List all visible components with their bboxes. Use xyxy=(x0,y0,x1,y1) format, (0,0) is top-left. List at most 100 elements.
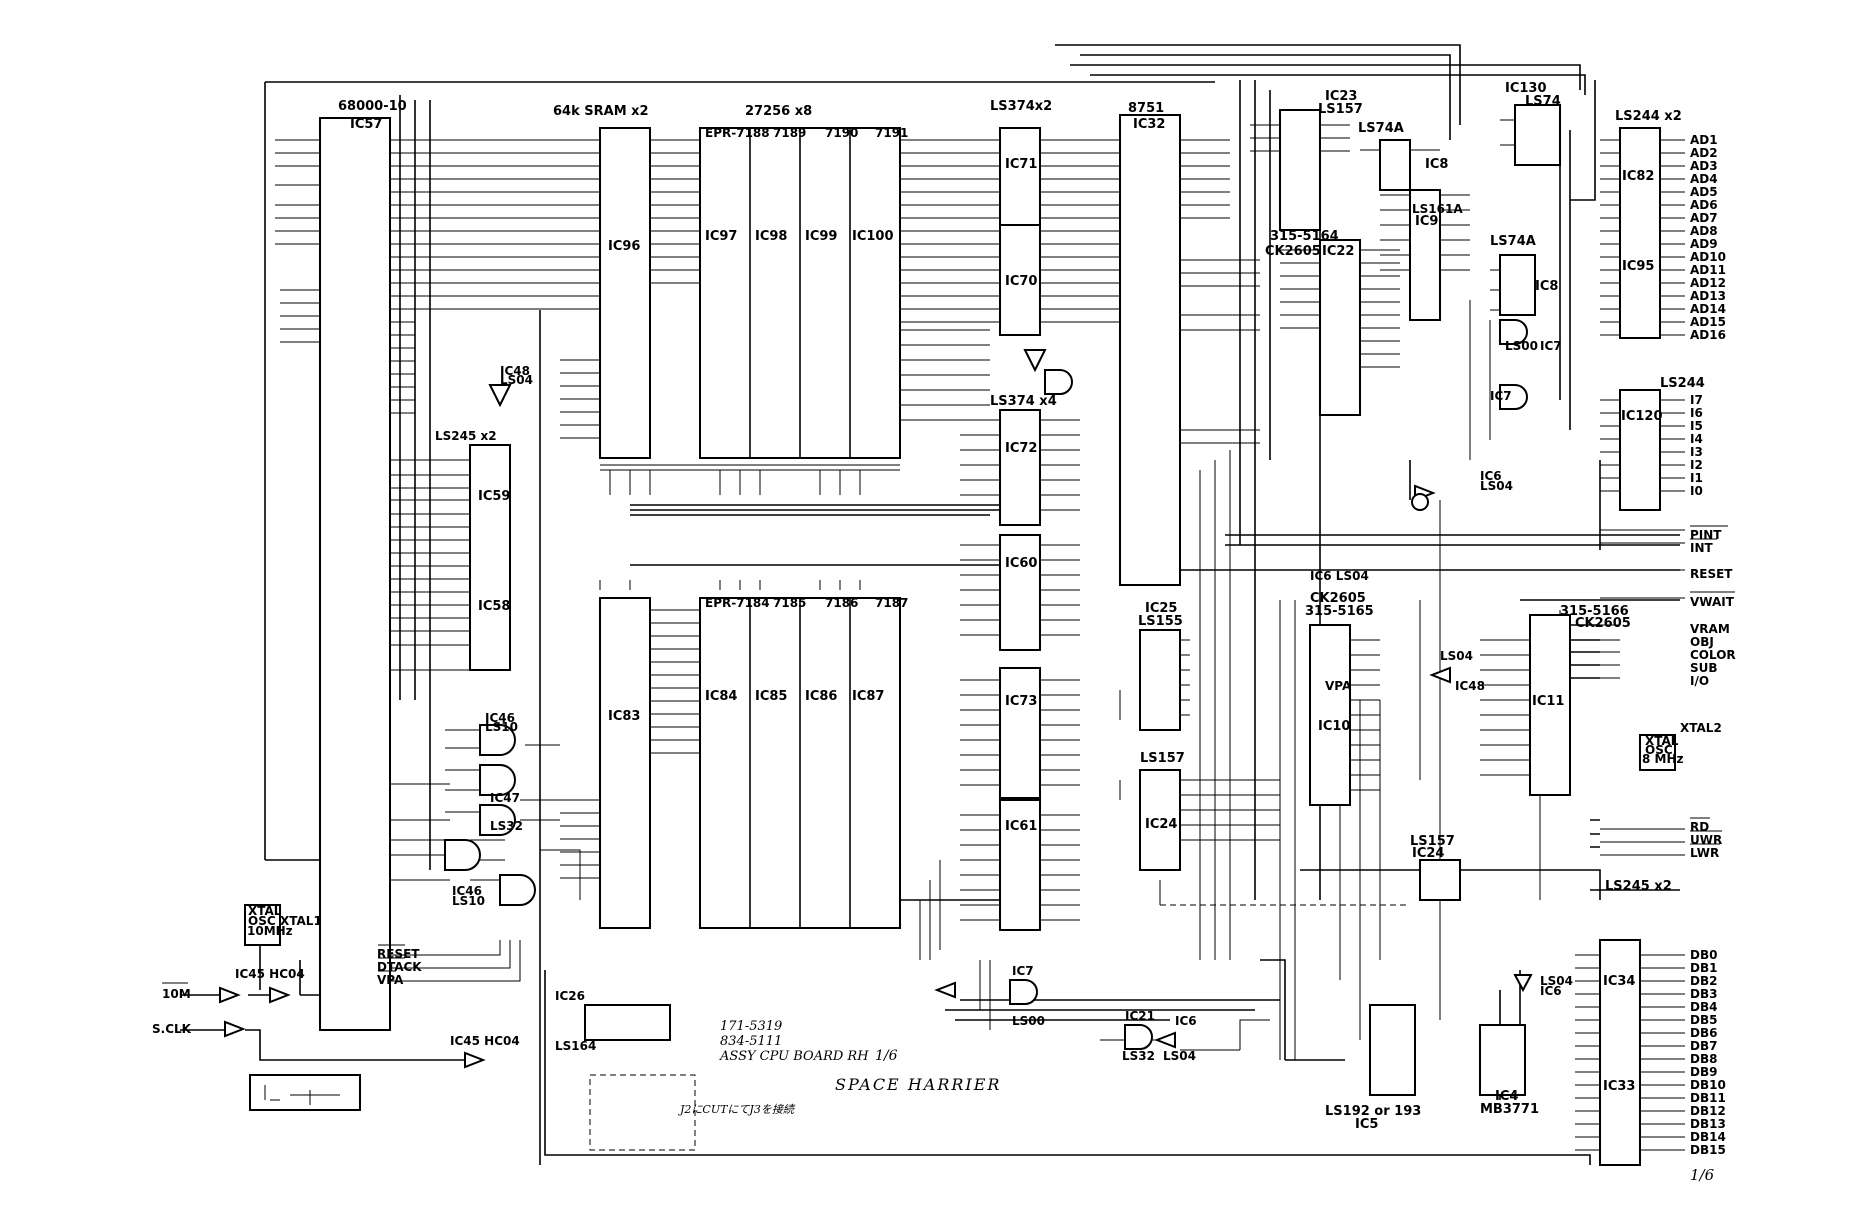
signal-db1: DB1 xyxy=(1690,961,1717,975)
xtal2-body xyxy=(1639,734,1676,771)
ic120-label: IC120 xyxy=(1621,409,1663,424)
ls374-ic70-body xyxy=(999,224,1041,336)
p315-5165-label: 315-5165 xyxy=(1305,604,1374,619)
ls74-ic130-body xyxy=(1514,104,1561,166)
signal-ad3: AD3 xyxy=(1690,159,1718,173)
epr-bottom-0: EPR-7184 xyxy=(705,596,770,610)
signal-vwait: VWAIT xyxy=(1690,595,1735,609)
ic73-label: IC73 xyxy=(1005,694,1037,709)
signal-ad5: AD5 xyxy=(1690,185,1718,199)
ic130-label: IC130 xyxy=(1505,81,1547,96)
signal-db9: DB9 xyxy=(1690,1065,1717,1079)
ls10-label: LS10 xyxy=(485,720,518,734)
ic33-label: IC33 xyxy=(1603,1079,1635,1094)
signal-db0: DB0 xyxy=(1690,948,1717,962)
signal-uwr: UWR xyxy=(1690,833,1722,847)
ic60-label: IC60 xyxy=(1005,556,1037,571)
signal-sclk: S.CLK xyxy=(152,1022,192,1036)
game-title: SPACE HARRIER xyxy=(835,1075,1001,1094)
ic61-label: IC61 xyxy=(1005,819,1037,834)
signal-sub: SUB xyxy=(1690,661,1718,675)
db-signals: DB0 DB1 DB2 DB3 DB4 DB5 DB6 DB7 DB8 DB9 … xyxy=(1690,948,1726,1157)
signal-ad11: AD11 xyxy=(1690,263,1726,277)
ls32-b-label: LS32 xyxy=(1122,1049,1155,1063)
signal-db13: DB13 xyxy=(1690,1117,1726,1131)
ls04-b-label: LS04 xyxy=(1163,1049,1196,1063)
ls157-ic24b-body xyxy=(1419,859,1461,901)
gates xyxy=(219,319,1533,1069)
ls374-ic61-body xyxy=(999,799,1041,931)
p315-5166-label: 315-5166 xyxy=(1560,604,1629,619)
ls374-ic60-body xyxy=(999,534,1041,651)
nand-gate-ic46b xyxy=(444,839,481,871)
ic-bodies xyxy=(244,104,1676,1166)
signal-db15: DB15 xyxy=(1690,1143,1726,1157)
ls244-ic82-ic95-body xyxy=(1619,127,1661,339)
signal-db10: DB10 xyxy=(1690,1078,1726,1092)
ls155-label: LS155 xyxy=(1138,614,1183,629)
ic59-label: IC59 xyxy=(478,489,510,504)
ls157-b-label: LS157 xyxy=(1140,751,1185,766)
ic48-label: IC48 xyxy=(500,364,530,378)
signal-ad16: AD16 xyxy=(1690,328,1726,342)
inverter-ic6b xyxy=(1154,1031,1176,1049)
ck2605-c-label: CK2605 xyxy=(1575,616,1631,631)
ic10-vpa-pin: VPA xyxy=(1325,679,1352,693)
ic87-label: IC87 xyxy=(852,689,884,704)
ic84-label: IC84 xyxy=(705,689,737,704)
wiring xyxy=(180,44,1685,1165)
cpu-dtack-pin: DTACK xyxy=(377,960,422,974)
ls74a-2-label: LS74A xyxy=(1490,234,1536,249)
ic45-hc04-b-label: IC45 HC04 xyxy=(450,1034,520,1048)
legend-box xyxy=(249,1074,361,1111)
or-gate-ic47 xyxy=(479,764,516,796)
signal-int: INT xyxy=(1690,541,1714,555)
xtal1-osc2-label: OSC xyxy=(248,914,276,928)
buffer-ic48-top xyxy=(1023,349,1047,373)
signal-i2: I2 xyxy=(1690,458,1703,472)
ic86-label: IC86 xyxy=(805,689,837,704)
signal-ad7: AD7 xyxy=(1690,211,1718,225)
signal-io: I/O xyxy=(1690,674,1709,688)
ls04-bottom-label: LS04 xyxy=(1540,974,1573,988)
nand-gate-ic7 xyxy=(1009,979,1038,1005)
ls244x2-label: LS244 x2 xyxy=(1615,109,1682,124)
signal-ad9: AD9 xyxy=(1690,237,1718,251)
signal-lwr: LWR xyxy=(1690,846,1719,860)
ic100-label: IC100 xyxy=(852,229,894,244)
ls374x4-label: LS374 x4 xyxy=(990,394,1057,409)
ic10-body xyxy=(1309,624,1351,806)
ic83-label: IC83 xyxy=(608,709,640,724)
ls192-ic5-body xyxy=(1369,1004,1416,1096)
ic7-ls00-label: IC7 xyxy=(1012,964,1034,978)
ls374-ic73-body xyxy=(999,667,1041,799)
ic95-label: IC95 xyxy=(1622,259,1654,274)
nand-gate-ic46 xyxy=(479,724,516,756)
ls164-label: LS164 xyxy=(555,1039,596,1053)
signal-db5: DB5 xyxy=(1690,1013,1717,1027)
or-gate-ic47-top xyxy=(1044,369,1073,395)
signal-db4: DB4 xyxy=(1690,1000,1717,1014)
signal-rd: RD xyxy=(1690,820,1709,834)
eprom-title-label: 27256 x8 xyxy=(745,104,812,119)
mcu-8751-body xyxy=(1119,114,1181,586)
ls245x2-right-label: LS245 x2 xyxy=(1605,879,1672,894)
cpu-68000-body xyxy=(319,117,391,1031)
cpu-ref-label: IC57 xyxy=(350,117,382,132)
ic98-label: IC98 xyxy=(755,229,787,244)
ic96-label: IC96 xyxy=(608,239,640,254)
ls155-ic25-body xyxy=(1139,629,1181,731)
xtal2-freq-label: 8 MHz xyxy=(1642,752,1684,766)
nand-gate-ic7-right2 xyxy=(1499,384,1528,410)
annotations: 171-5319 834-5111 ASSY CPU BOARD RH 1/6 … xyxy=(678,1019,1715,1184)
epr-top-2: 7190 xyxy=(825,126,858,140)
nand-gate-ic46c xyxy=(499,874,536,906)
ic21-label: IC21 xyxy=(1125,1009,1155,1023)
board-number-2: 834-5111 xyxy=(720,1034,782,1049)
inverter-ic6-bottom xyxy=(1513,974,1533,993)
ic46-b-label: IC46 xyxy=(452,884,482,898)
inverter-ic45b xyxy=(464,1051,486,1069)
corner-sheet-number: 1/6 xyxy=(1690,1166,1715,1184)
xtal1-osc-label: XTAL xyxy=(248,904,282,918)
signal-db8: DB8 xyxy=(1690,1052,1717,1066)
